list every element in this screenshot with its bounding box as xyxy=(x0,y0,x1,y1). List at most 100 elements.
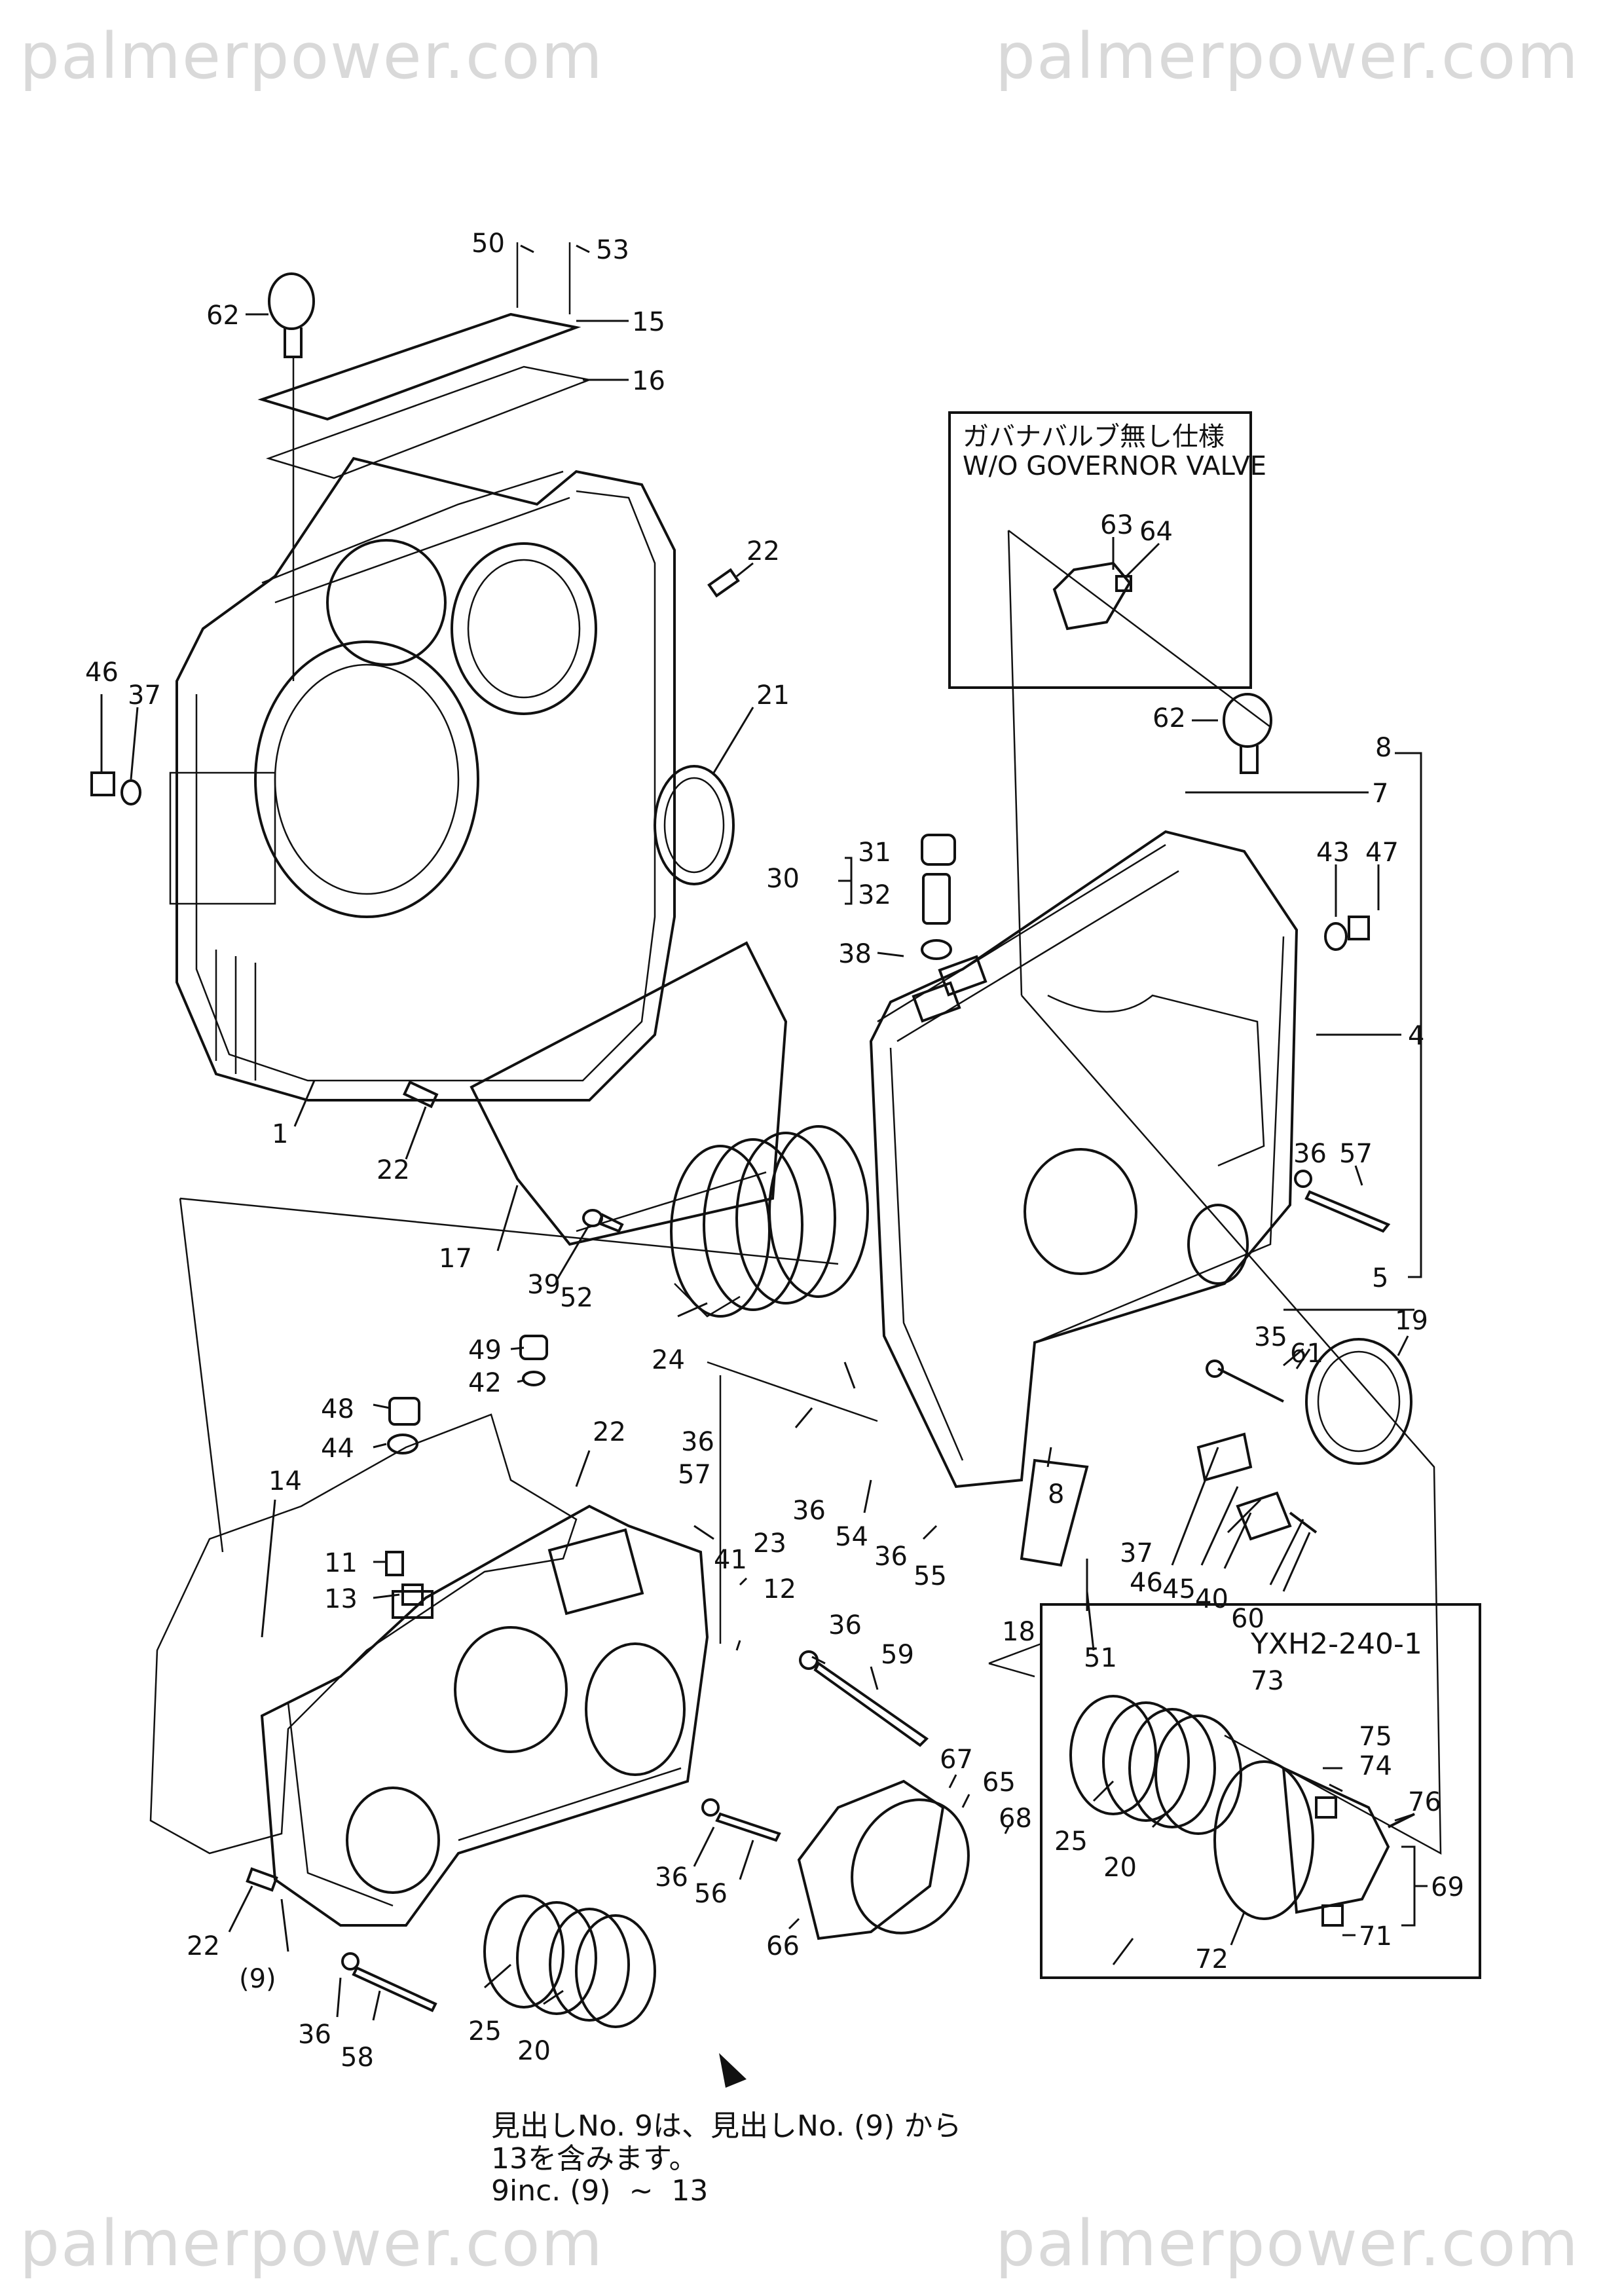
callout-36: 36 xyxy=(298,2020,331,2050)
callout-36: 36 xyxy=(1293,1139,1327,1169)
callout-16: 16 xyxy=(632,366,665,396)
callout-69: 69 xyxy=(1431,1872,1464,1902)
callout-48: 48 xyxy=(321,1394,354,1424)
callout-19: 19 xyxy=(1395,1306,1428,1336)
callout-25: 25 xyxy=(468,2016,502,2046)
callout-42: 42 xyxy=(468,1368,502,1398)
callout-71: 71 xyxy=(1359,1921,1392,1952)
callout-24: 24 xyxy=(652,1345,685,1375)
inset-yxh-code: YXH2-240-1 xyxy=(1250,1627,1422,1661)
callout-20: 20 xyxy=(517,2036,551,2066)
callout-37: 37 xyxy=(128,680,161,711)
callout-68: 68 xyxy=(999,1804,1032,1834)
callout-74: 74 xyxy=(1359,1751,1392,1781)
callout-20: 20 xyxy=(1103,1853,1137,1883)
callout-43: 43 xyxy=(1316,838,1350,868)
callout-22: 22 xyxy=(377,1155,410,1185)
callout-36: 36 xyxy=(681,1427,714,1457)
note-line-2: 13を含みます。 xyxy=(491,2142,698,2176)
callout-56: 56 xyxy=(694,1879,728,1909)
oil-seal-21 xyxy=(654,765,735,885)
callout-39: 39 xyxy=(527,1270,561,1300)
inset-governor-title-en: W/O GOVERNOR VALVE xyxy=(963,451,1266,481)
callout-58: 58 xyxy=(341,2043,374,2073)
lower-gear-case-part-9 xyxy=(260,1504,709,1927)
callout-45: 45 xyxy=(1162,1574,1196,1604)
inset-governor-valve: ガバナバルブ無し仕様 W/O GOVERNOR VALVE xyxy=(948,411,1266,689)
watermark-bottom-left: palmerpower.com xyxy=(20,2207,604,2280)
callout-60: 60 xyxy=(1231,1604,1264,1634)
callout-53: 53 xyxy=(596,235,629,265)
inset-yxh2: YXH2-240-1 xyxy=(1040,1603,1481,1979)
callout-73: 73 xyxy=(1251,1666,1284,1696)
cover-gasket-66 xyxy=(797,1779,945,1940)
callout-47: 47 xyxy=(1365,838,1399,868)
callout-54: 54 xyxy=(835,1522,868,1552)
note-line-1: 見出しNo. 9は、見出しNo. (9) から xyxy=(491,2109,962,2143)
callout-66: 66 xyxy=(766,1931,800,1961)
callout-67: 67 xyxy=(940,1745,973,1775)
callout-62: 62 xyxy=(1153,703,1186,733)
eye-bolt-62-left xyxy=(268,272,315,681)
callout-36: 36 xyxy=(792,1496,826,1526)
callout-38: 38 xyxy=(838,939,872,969)
callout-62: 62 xyxy=(206,301,240,331)
cover-65 xyxy=(851,1798,970,1935)
callout-57: 57 xyxy=(1339,1139,1373,1169)
callout-75: 75 xyxy=(1359,1722,1392,1752)
washer-37 xyxy=(120,779,141,805)
callout-37: 37 xyxy=(1120,1538,1153,1568)
callout-63: 63 xyxy=(1100,510,1134,540)
callout-30: 30 xyxy=(766,864,800,894)
spring-set-25-20 xyxy=(483,1895,656,2028)
callout-36: 36 xyxy=(874,1542,908,1572)
callout-7: 7 xyxy=(1372,779,1388,809)
oil-seal-19 xyxy=(1305,1338,1412,1465)
callout-57: 57 xyxy=(678,1460,711,1490)
callout-25: 25 xyxy=(1054,1826,1088,1857)
callout-17: 17 xyxy=(439,1244,472,1274)
callout-9: (9) xyxy=(239,1964,276,1994)
cap-31 xyxy=(921,834,956,866)
callout-41: 41 xyxy=(714,1545,747,1575)
callout-64: 64 xyxy=(1139,517,1173,547)
plug-46 xyxy=(90,771,115,796)
callout-61: 61 xyxy=(1290,1339,1323,1369)
callout-22: 22 xyxy=(187,1931,220,1961)
callout-5: 5 xyxy=(1372,1263,1388,1293)
callout-23: 23 xyxy=(753,1528,786,1559)
callout-13: 13 xyxy=(324,1584,358,1614)
flywheel-housing-part xyxy=(169,456,676,1102)
callout-8: 8 xyxy=(1048,1479,1064,1509)
callout-72: 72 xyxy=(1195,1944,1228,1974)
eye-bolt-62-right xyxy=(1223,693,1272,774)
callout-31: 31 xyxy=(858,838,891,868)
callout-8: 8 xyxy=(1375,733,1392,763)
spring-set-24 xyxy=(670,1125,869,1318)
plunger-32 xyxy=(922,873,951,925)
callout-59: 59 xyxy=(881,1640,914,1670)
callout-22: 22 xyxy=(593,1417,626,1447)
callout-76: 76 xyxy=(1408,1787,1441,1817)
callout-51: 51 xyxy=(1084,1643,1117,1673)
callout-1: 1 xyxy=(272,1119,288,1149)
pin-22-top xyxy=(707,568,740,598)
callout-18: 18 xyxy=(1002,1617,1035,1647)
callout-44: 44 xyxy=(321,1434,354,1464)
callout-36: 36 xyxy=(828,1610,862,1640)
callout-15: 15 xyxy=(632,307,665,337)
gasket-14 xyxy=(149,1413,578,1855)
gear-case-part-4 xyxy=(869,830,1299,1489)
pin-22-mid xyxy=(402,1080,439,1109)
inset-governor-title-jp: ガバナバルブ無し仕様 xyxy=(963,422,1225,452)
callout-46: 46 xyxy=(85,657,119,688)
note-line-3: 9inc. (9) ~ 13 xyxy=(491,2174,709,2208)
callout-46: 46 xyxy=(1130,1568,1163,1598)
o-ring-38 xyxy=(921,939,952,960)
callout-49: 49 xyxy=(468,1335,502,1365)
callout-40: 40 xyxy=(1195,1584,1228,1614)
callout-22: 22 xyxy=(747,536,780,566)
callout-35: 35 xyxy=(1254,1322,1287,1352)
callout-11: 11 xyxy=(324,1548,358,1578)
